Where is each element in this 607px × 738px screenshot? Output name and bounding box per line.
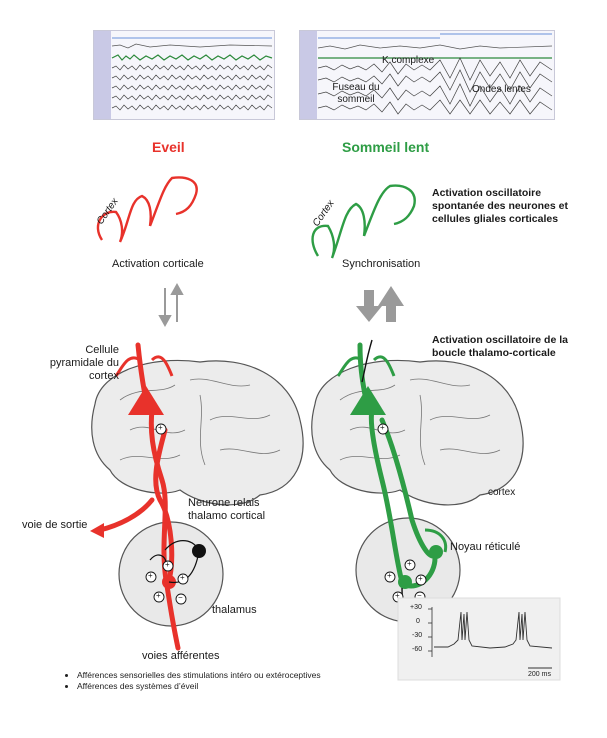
note-spontaneous-oscillation: Activation oscillatoire spontanée des ne… bbox=[432, 187, 568, 225]
note-thalamo-cortical-loop: Activation oscillatoire de la boucle tha… bbox=[432, 334, 568, 359]
green-relay-neuron bbox=[398, 575, 412, 589]
trace-ytick: -30 bbox=[412, 632, 423, 639]
eeg-label-slow-waves: Ondes lentes bbox=[472, 84, 531, 95]
afferent-paths-label: voies afférentes bbox=[142, 650, 220, 662]
eeg-channel-labels bbox=[94, 31, 111, 119]
plus-glyph: + bbox=[165, 560, 170, 569]
cortex-red-outline bbox=[96, 176, 198, 243]
heading-sommeil-lent: Sommeil lent bbox=[342, 139, 430, 155]
red-dendrites bbox=[114, 355, 174, 377]
plus-glyph: + bbox=[380, 423, 385, 432]
eeg-sleep-traces bbox=[317, 33, 553, 115]
green-pyramid bbox=[350, 386, 386, 415]
plus-glyph: + bbox=[418, 574, 423, 583]
trace-ytick: +30 bbox=[410, 604, 422, 611]
red-output-arrowhead bbox=[90, 523, 104, 538]
brain-left bbox=[91, 359, 304, 506]
pyramidal-cell-label: Cellule pyramidale du cortex bbox=[49, 344, 119, 382]
membrane-trace bbox=[434, 611, 553, 649]
green-reticular-neuron bbox=[429, 545, 443, 559]
plus-glyph: + bbox=[395, 591, 400, 600]
trace-axis bbox=[428, 607, 433, 657]
synapse-markers bbox=[145, 423, 427, 605]
cortical-activation-label: Activation corticale bbox=[112, 258, 204, 270]
thalamus-label: thalamus bbox=[212, 604, 257, 616]
red-pyramid bbox=[128, 386, 164, 415]
minus-glyph: − bbox=[417, 591, 422, 600]
cortex-label-brain: cortex bbox=[488, 487, 516, 498]
heading-eveil: Eveil bbox=[152, 139, 185, 155]
eeg-awake-traces bbox=[111, 37, 273, 111]
green-dendrites bbox=[336, 355, 396, 377]
plus-glyph: + bbox=[180, 573, 185, 582]
red-pathway bbox=[97, 342, 181, 651]
afferents-item: Afférences sensorielles des stimulations… bbox=[77, 670, 337, 681]
gray-thick-arrows bbox=[356, 286, 404, 322]
green-return-arrow bbox=[424, 528, 448, 553]
plus-glyph: + bbox=[148, 571, 153, 580]
plus-glyph: + bbox=[407, 559, 412, 568]
trace-ytick: 0 bbox=[416, 618, 420, 625]
trace-inset bbox=[397, 597, 561, 681]
afferents-item: Afférences des systèmes d’éveil bbox=[77, 681, 337, 692]
trace-scale-label: 200 ms bbox=[528, 671, 551, 678]
plus-glyph: + bbox=[387, 571, 392, 580]
trace-ytick: -60 bbox=[412, 646, 423, 653]
afferents-list: Afférences sensorielles des stimulations… bbox=[63, 670, 337, 692]
cortex-green-outline bbox=[311, 184, 416, 259]
plus-glyph: + bbox=[156, 591, 161, 600]
reticular-nucleus-label: Noyau réticulé bbox=[450, 541, 521, 553]
brain-right bbox=[311, 359, 524, 506]
gray-thin-arrows bbox=[158, 282, 184, 328]
eeg-channel-labels bbox=[300, 31, 317, 119]
minus-glyph: − bbox=[178, 593, 183, 602]
eeg-label-spindle: Fuseau du sommeil bbox=[332, 82, 380, 105]
relay-neuron-label: Neurone relais thalamo cortical bbox=[188, 497, 266, 522]
plus-glyph: + bbox=[158, 423, 163, 432]
synchronisation-label: Synchronisation bbox=[342, 258, 421, 270]
eeg-label-k-complex: K complexe bbox=[382, 55, 435, 66]
output-path-label: voie de sortie bbox=[22, 519, 88, 531]
